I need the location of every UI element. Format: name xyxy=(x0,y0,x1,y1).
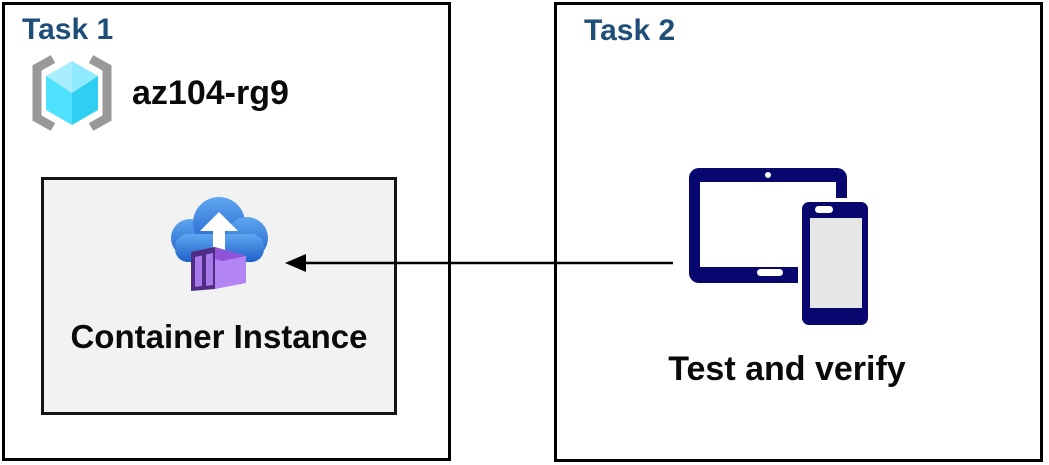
task1-title: Task 1 xyxy=(22,13,114,46)
task2-title: Task 2 xyxy=(584,14,676,47)
task1-box: Task 1 az104-rg9 xyxy=(2,2,451,461)
resource-group-icon xyxy=(32,55,112,131)
devices-icon xyxy=(689,168,872,326)
container-box xyxy=(191,247,246,291)
task2-box: Task 2 Test and verify xyxy=(554,2,1043,462)
container-instance-icon xyxy=(171,197,268,291)
phone-shape xyxy=(798,198,872,326)
devices-label: Test and verify xyxy=(668,350,906,388)
container-instance-label: Container Instance xyxy=(70,318,368,355)
resource-group: az104-rg9 xyxy=(28,55,289,131)
container-instance-card: Container Instance xyxy=(41,177,397,415)
upload-arrow xyxy=(200,212,238,252)
resource-group-name: az104-rg9 xyxy=(132,73,289,112)
